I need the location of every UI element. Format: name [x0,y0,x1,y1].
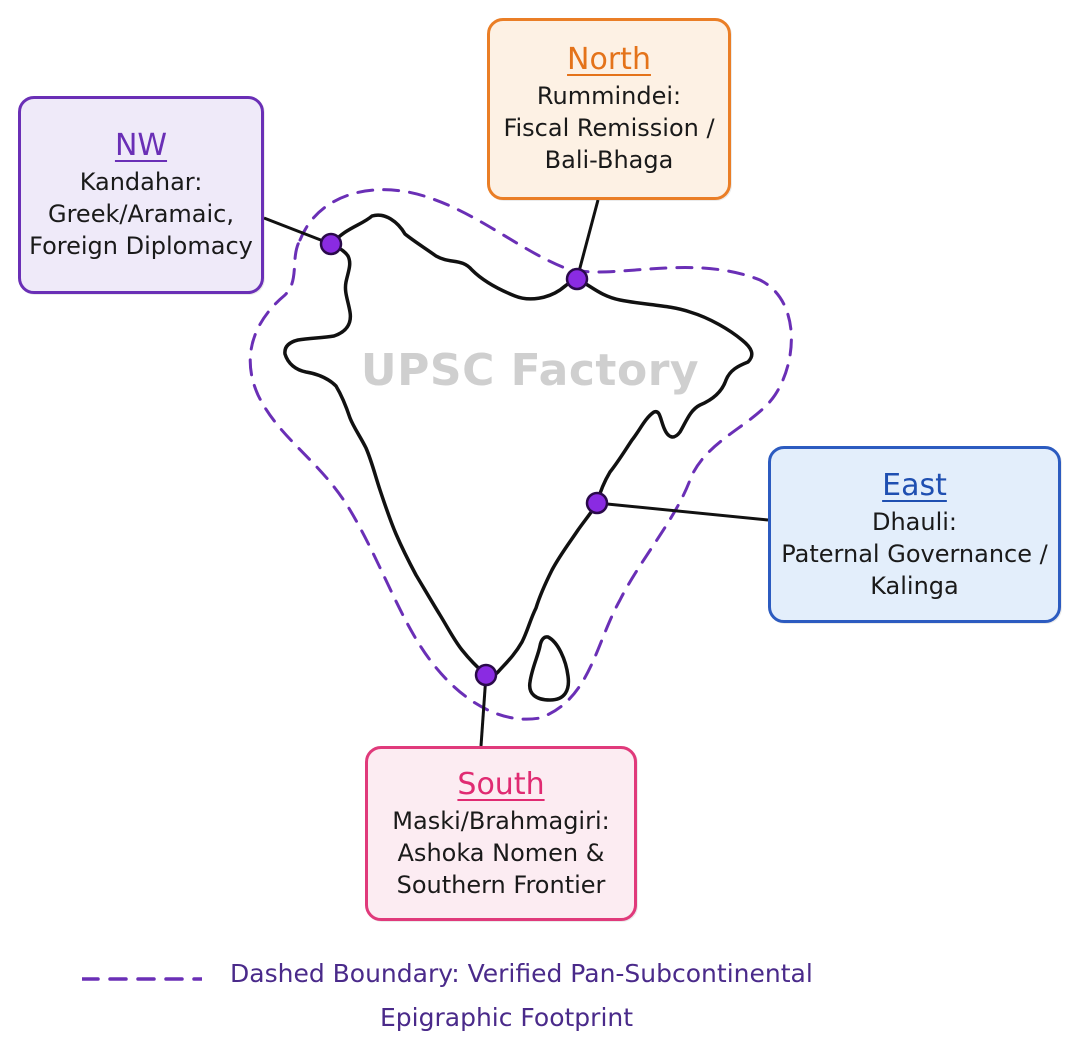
region-title-nw: NW [114,128,168,163]
region-title-south: South [457,766,545,802]
site-detail-north-2: Bali-Bhaga [544,146,674,174]
callout-south[interactable]: South Maski/Brahmagiri: Ashoka Nomen & S… [365,746,637,921]
region-title-north: North [567,42,651,77]
connector-south [479,674,488,747]
watermark-text: UPSC Factory [360,345,700,396]
connector-east [596,501,769,522]
site-name-south: Maski/Brahmagiri: [392,806,610,835]
legend-text-line-2: Epigraphic Footprint [380,1003,634,1032]
site-detail-east-2: Kalinga [870,571,959,600]
site-name-east: Dhauli: [871,507,958,536]
marker-maski-brahmagiri[interactable] [474,663,498,687]
legend-text-line-1: Dashed Boundary: Verified Pan-Subcontine… [230,959,813,988]
legend-dashed-line-icon [82,977,202,981]
marker-dhauli[interactable] [585,491,609,515]
connector-nw [263,216,332,246]
subcontinent-outline [283,213,754,678]
marker-rummindei[interactable] [565,267,589,291]
callout-north[interactable]: North Rummindei: Fiscal Remission / Bali… [487,18,731,200]
callout-nw[interactable]: NW Kandahar: Greek/Aramaic, Foreign Dipl… [18,96,264,294]
site-detail-nw-2: Foreign Diplomacy [29,232,253,260]
dashed-footprint-boundary [248,188,793,721]
region-title-east: East [882,467,947,503]
site-detail-nw-1: Greek/Aramaic, [47,200,235,228]
callout-east[interactable]: East Dhauli: Paternal Governance / Kalin… [768,446,1061,623]
marker-kandahar[interactable] [319,232,343,256]
site-name-nw: Kandahar: [79,168,203,196]
site-detail-south-1: Ashoka Nomen & [397,838,605,867]
site-name-north: Rummindei: [536,82,682,110]
sri-lanka-outline [527,635,571,702]
site-detail-north-1: Fiscal Remission / [503,114,715,142]
map-legend: Dashed Boundary: Verified Pan-Subcontine… [60,955,960,1045]
site-detail-east-1: Paternal Governance / [781,539,1048,568]
site-detail-south-2: Southern Frontier [396,870,606,899]
connector-north [575,199,600,280]
